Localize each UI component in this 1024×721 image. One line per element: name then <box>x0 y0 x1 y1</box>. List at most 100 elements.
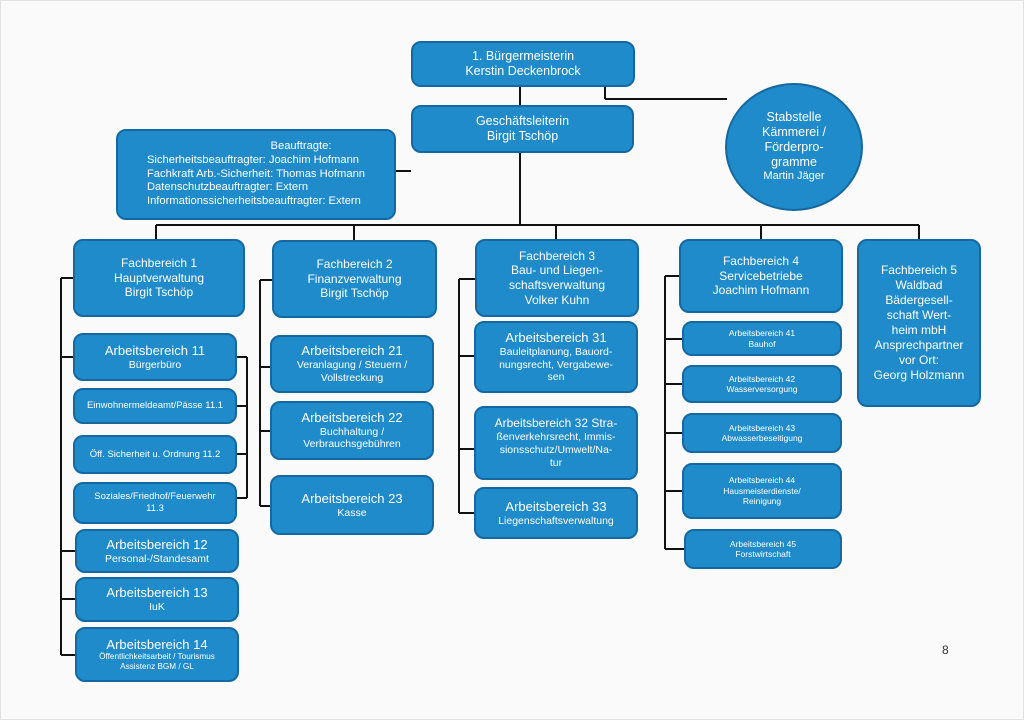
arbeitsbereich-12-sub: Personal-/Standesamt <box>105 552 209 565</box>
arbeitsbereich-42-sub: Wasserversorgung <box>726 384 798 394</box>
arbeitsbereich-11-2-box: Öff. Sicherheit u. Ordnung 11.2 <box>73 435 237 474</box>
arbeitsbereich-12-title: Arbeitsbereich 12 <box>106 536 208 552</box>
fachbereich-5-line: Ansprechpartner <box>874 338 964 352</box>
arbeitsbereich-42-title: Arbeitsbereich 42 <box>728 373 796 384</box>
arbeitsbereich-31-box: Arbeitsbereich 31 Bauleitplanung, Bauord… <box>474 321 638 393</box>
fachbereich-5-line: schaft Wert- <box>886 308 952 322</box>
fachbereich-4-line: Fachbereich 4 <box>722 254 800 269</box>
fachbereich-1-box: Fachbereich 1 Hauptverwaltung Birgit Tsc… <box>73 239 245 317</box>
fachbereich-4-box: Fachbereich 4 Servicebetriebe Joachim Ho… <box>679 239 843 313</box>
arbeitsbereich-22-sub: Verbrauchsgebühren <box>303 438 401 451</box>
fachbereich-1-line: Birgit Tschöp <box>124 285 194 300</box>
arbeitsbereich-41-box: Arbeitsbereich 41 Bauhof <box>682 321 842 356</box>
arbeitsbereich-32-sub: ßenverkehrsrecht, Immis- <box>496 431 616 444</box>
arbeitsbereich-45-title: Arbeitsbereich 45 <box>729 538 797 549</box>
buergermeisterin-name: Kerstin Deckenbrock <box>465 64 581 78</box>
stabstelle-line: Förderpro- <box>764 140 824 155</box>
arbeitsbereich-33-title: Arbeitsbereich 33 <box>505 498 607 514</box>
arbeitsbereich-44-title: Arbeitsbereich 44 <box>728 475 796 486</box>
arbeitsbereich-44-sub: Reinigung <box>742 496 782 507</box>
geschaeftsleiterin-name: Birgit Tschöp <box>486 129 559 143</box>
arbeitsbereich-11-3-line: Soziales/Friedhof/Feuerwehr <box>94 491 216 503</box>
arbeitsbereich-43-sub: Abwasserbeseitigung <box>721 433 803 443</box>
arbeitsbereich-21-title: Arbeitsbereich 21 <box>301 343 403 359</box>
arbeitsbereich-11-1-box: Einwohnermeldeamt/Pässe 11.1 <box>73 388 237 424</box>
fachbereich-1-line: Hauptverwaltung <box>113 270 205 285</box>
arbeitsbereich-42-box: Arbeitsbereich 42 Wasserversorgung <box>682 365 842 403</box>
arbeitsbereich-32-title: Arbeitsbereich 32 Stra- <box>494 416 618 431</box>
fachbereich-2-box: Fachbereich 2 Finanzverwaltung Birgit Ts… <box>272 240 437 318</box>
fachbereich-2-line: Finanzverwaltung <box>307 271 402 286</box>
fachbereich-4-line: Joachim Hofmann <box>712 283 810 298</box>
arbeitsbereich-14-sub: Öffentlichkeitsarbeit / Tourismus <box>99 652 215 662</box>
fachbereich-5-line: Waldbad <box>895 278 943 292</box>
fachbereich-3-box: Fachbereich 3 Bau- und Liegen- schaftsve… <box>475 239 639 317</box>
fachbereich-5-line: Georg Holzmann <box>873 368 965 382</box>
beauftragte-line: Informationssicherheitsbeauftragter: Ext… <box>146 195 361 208</box>
stabstelle-line: gramme <box>771 155 817 170</box>
stabstelle-line: Kämmerei / <box>762 125 826 140</box>
stabstelle-line: Stabstelle <box>766 110 822 125</box>
arbeitsbereich-11-box: Arbeitsbereich 11 Bürgerbüro <box>73 333 237 381</box>
arbeitsbereich-11-sub: Bürgerbüro <box>128 358 182 371</box>
stabstelle-name: Martin Jäger <box>763 170 825 183</box>
arbeitsbereich-11-title: Arbeitsbereich 11 <box>104 342 206 358</box>
arbeitsbereich-23-box: Arbeitsbereich 23 Kasse <box>270 475 434 535</box>
arbeitsbereich-31-sub: Bauleitplanung, Bauord- <box>499 345 613 358</box>
arbeitsbereich-21-box: Arbeitsbereich 21 Veranlagung / Steuern … <box>270 335 434 393</box>
fachbereich-2-line: Fachbereich 2 <box>316 257 393 272</box>
arbeitsbereich-32-sub: tur <box>549 456 563 469</box>
arbeitsbereich-11-1-text: Einwohnermeldeamt/Pässe 11.1 <box>86 400 224 412</box>
beauftragte-line: Datenschutzbeauftragter: Extern <box>146 181 309 194</box>
arbeitsbereich-11-3-box: Soziales/Friedhof/Feuerwehr 11.3 <box>73 482 237 524</box>
arbeitsbereich-45-sub: Forstwirtschaft <box>735 549 791 559</box>
arbeitsbereich-13-box: Arbeitsbereich 13 IuK <box>75 577 239 622</box>
fachbereich-3-line: Volker Kuhn <box>524 292 590 307</box>
beauftragte-line: Sicherheitsbeauftragter: Joachim Hofmann <box>146 153 360 166</box>
arbeitsbereich-11-2-text: Öff. Sicherheit u. Ordnung 11.2 <box>89 448 221 460</box>
arbeitsbereich-21-sub: Veranlagung / Steuern / <box>296 359 408 372</box>
arbeitsbereich-41-sub: Bauhof <box>748 338 776 349</box>
arbeitsbereich-21-sub: Vollstreckung <box>320 371 384 384</box>
arbeitsbereich-22-box: Arbeitsbereich 22 Buchhaltung / Verbrauc… <box>270 401 434 460</box>
arbeitsbereich-23-title: Arbeitsbereich 23 <box>301 490 403 506</box>
arbeitsbereich-14-title: Arbeitsbereich 14 <box>106 636 208 652</box>
beauftragte-line: Fachkraft Arb.-Sicherheit: Thomas Hofman… <box>146 167 366 180</box>
page-number: 8 <box>942 643 949 657</box>
fachbereich-3-line: schaftsverwaltung <box>508 278 606 292</box>
arbeitsbereich-23-sub: Kasse <box>337 506 367 519</box>
arbeitsbereich-33-box: Arbeitsbereich 33 Liegenschaftsverwaltun… <box>474 487 638 539</box>
fachbereich-4-line: Servicebetriebe <box>719 268 803 283</box>
fachbereich-3-line: Bau- und Liegen- <box>510 263 604 278</box>
arbeitsbereich-41-title: Arbeitsbereich 41 <box>728 328 796 339</box>
beauftragte-box: Beauftragte: Sicherheitsbeauftragter: Jo… <box>116 129 396 220</box>
fachbereich-5-line: Bädergesell- <box>885 293 953 307</box>
arbeitsbereich-22-title: Arbeitsbereich 22 <box>301 409 403 425</box>
arbeitsbereich-44-sub: Hausmeisterdienste/ <box>723 485 801 496</box>
geschaeftsleiterin-title: Geschäftsleiterin <box>475 113 570 128</box>
fachbereich-3-line: Fachbereich 3 <box>518 248 596 263</box>
arbeitsbereich-11-3-line: 11.3 <box>146 503 164 514</box>
arbeitsbereich-33-sub: Liegenschaftsverwaltung <box>498 514 614 527</box>
arbeitsbereich-13-sub: IuK <box>149 601 165 614</box>
beauftragte-heading: Beauftragte: <box>270 139 332 152</box>
arbeitsbereich-32-sub: sionsschutz/Umwelt/Na- <box>499 443 613 456</box>
arbeitsbereich-14-sub: Assistenz BGM / GL <box>120 662 194 672</box>
arbeitsbereich-14-box: Arbeitsbereich 14 Öffentlichkeitsarbeit … <box>75 627 239 682</box>
buergermeisterin-title: 1. Bürgermeisterin <box>471 48 575 63</box>
buergermeisterin-box: 1. Bürgermeisterin Kerstin Deckenbrock <box>411 41 635 87</box>
arbeitsbereich-43-title: Arbeitsbereich 43 <box>728 422 796 433</box>
arbeitsbereich-31-sub: sen <box>547 371 565 384</box>
geschaeftsleiterin-box: Geschäftsleiterin Birgit Tschöp <box>411 105 634 153</box>
arbeitsbereich-12-box: Arbeitsbereich 12 Personal-/Standesamt <box>75 529 239 573</box>
arbeitsbereich-22-sub: Buchhaltung / <box>319 425 385 438</box>
arbeitsbereich-44-box: Arbeitsbereich 44 Hausmeisterdienste/ Re… <box>682 463 842 519</box>
arbeitsbereich-45-box: Arbeitsbereich 45 Forstwirtschaft <box>684 529 842 569</box>
fachbereich-1-line: Fachbereich 1 <box>120 256 198 271</box>
stabstelle-circle: Stabstelle Kämmerei / Förderpro- gramme … <box>725 83 863 211</box>
fachbereich-2-line: Birgit Tschöp <box>320 286 389 301</box>
arbeitsbereich-31-title: Arbeitsbereich 31 <box>505 329 607 345</box>
arbeitsbereich-43-box: Arbeitsbereich 43 Abwasserbeseitigung <box>682 413 842 453</box>
